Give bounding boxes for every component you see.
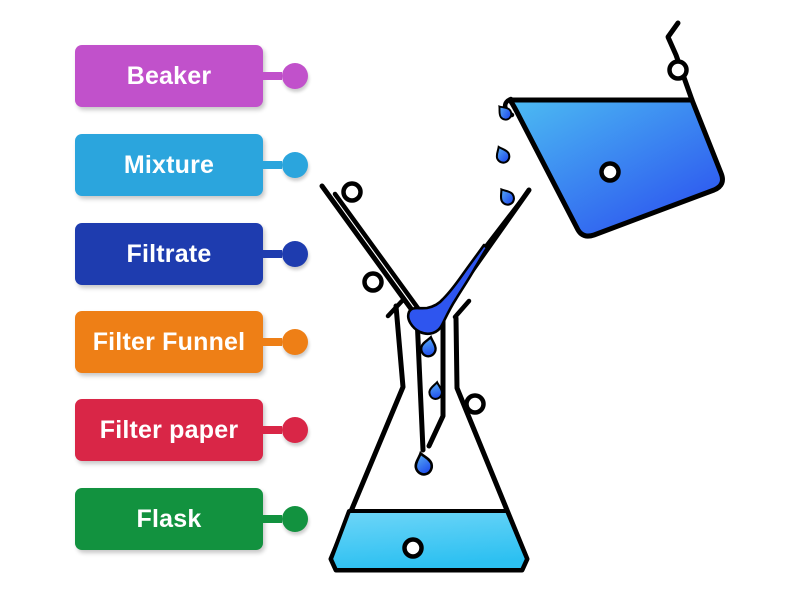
label-connector (263, 161, 282, 169)
label-box[interactable]: Beaker (75, 45, 263, 107)
label-connector (263, 338, 282, 346)
label-beaker[interactable]: Beaker (75, 45, 308, 107)
drop-icon (411, 450, 435, 478)
flask-mouth-left (385, 298, 405, 319)
answer-target[interactable] (599, 161, 621, 183)
label-text: Filtrate (126, 239, 212, 268)
label-pin[interactable] (282, 329, 308, 355)
drop-icon (492, 143, 513, 166)
liquid-stream (406, 243, 489, 336)
label-text: Filter paper (99, 415, 239, 444)
label-box[interactable]: Mixture (75, 134, 263, 196)
label-connector (263, 72, 282, 80)
answer-target[interactable] (402, 537, 424, 559)
answer-targets (341, 59, 689, 559)
answer-target[interactable] (464, 393, 486, 415)
answer-target[interactable] (667, 59, 689, 81)
label-box[interactable]: Filter paper (75, 399, 263, 461)
flask-mouth-right (452, 298, 472, 320)
label-connector (263, 250, 282, 258)
label-text: Filter Funnel (92, 327, 246, 356)
label-pin[interactable] (282, 152, 308, 178)
label-connector (263, 426, 282, 434)
beaker-illustration (502, 20, 725, 239)
answer-target[interactable] (362, 271, 384, 293)
label-flask[interactable]: Flask (75, 488, 308, 550)
label-box[interactable]: Filter Funnel (75, 311, 263, 373)
label-box[interactable]: Flask (75, 488, 263, 550)
label-pin[interactable] (282, 417, 308, 443)
label-mixture[interactable]: Mixture (75, 134, 308, 196)
label-text: Flask (136, 504, 202, 533)
label-pin[interactable] (282, 63, 308, 89)
filter-paper-left-edge (332, 191, 431, 325)
label-pin[interactable] (282, 506, 308, 532)
label-text: Beaker (126, 61, 212, 90)
label-pin[interactable] (282, 241, 308, 267)
label-filtrate[interactable]: Filtrate (75, 223, 308, 285)
answer-target[interactable] (341, 181, 363, 203)
label-filter-funnel[interactable]: Filter Funnel (75, 311, 308, 373)
label-box[interactable]: Filtrate (75, 223, 263, 285)
label-text: Mixture (123, 150, 215, 179)
drop-icon (418, 334, 440, 359)
label-connector (263, 515, 282, 523)
pouring-drops (492, 101, 518, 209)
drop-icon (495, 184, 518, 209)
filtrate-liquid (329, 509, 529, 572)
label-filter-paper[interactable]: Filter paper (75, 399, 308, 461)
